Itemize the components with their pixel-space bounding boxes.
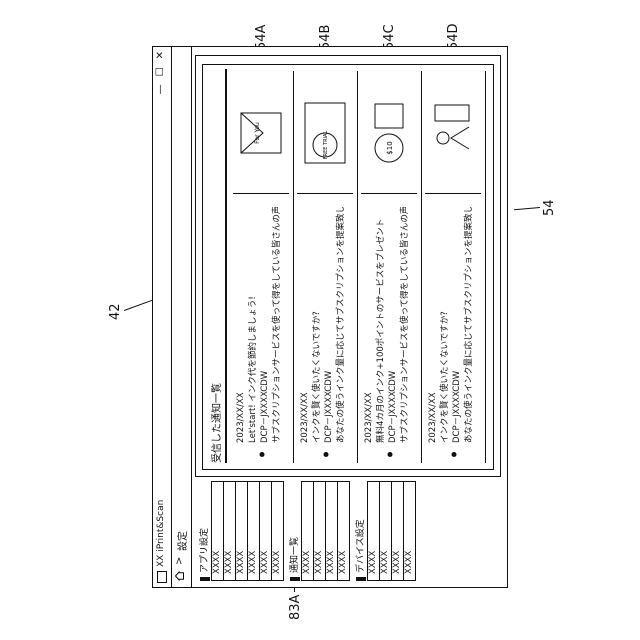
sidebar-item[interactable]: XXXX [326,482,338,580]
sidebar-item[interactable]: XXXX [404,482,415,580]
notification-body: サブスクリプションサービスを使って得をしている皆さんの声をきいてみましょう!あな… [271,207,283,443]
notification-date: 2023/XX/XX [235,207,247,443]
sidebar-header-notifications[interactable]: 通知一覧 [287,537,300,581]
nav-bar: > 設定 [171,47,192,587]
notification-date: 2023/XX/XX [427,207,439,443]
ref-42: 42 [108,303,123,320]
breadcrumb-separator: > [174,557,185,565]
notification-card[interactable]: 2023/XX/XX インクを賢く使いたくないですか? DCP－JXXXXCDW… [423,71,486,463]
home-icon[interactable] [175,571,184,581]
notification-panel: 受信した通知一覧 2023/XX/XX Let'start! インク代を節約しま… [195,55,501,477]
ref-54-leader [514,207,540,210]
coupon-icon: $10 [361,73,417,194]
ref-42-leader [124,300,153,311]
sidebar-item[interactable]: XXXX [368,482,380,580]
sidebar-item[interactable]: XXXX [392,482,404,580]
title-bar: XX iPrint&Scan — ☐ ✕ [153,47,172,587]
printer-icon [157,571,167,583]
sidebar-item[interactable]: XXXX [272,482,283,580]
notification-date: 2023/XX/XX [363,207,375,443]
unread-dot [324,452,329,457]
sidebar-item[interactable]: XXXX [248,482,260,580]
breadcrumb-settings[interactable]: 設定 [174,531,189,551]
notification-headline: インクを賢く使いたくないですか? [311,207,323,443]
notification-date: 2023/XX/XX [299,207,311,443]
sidebar-item[interactable]: XXXX [302,482,314,580]
notification-list-frame: 受信した通知一覧 2023/XX/XX Let'start! インク代を節約しま… [202,64,494,470]
notification-body: サブスクリプションサービスを使って得をしている皆さんの声をきいてみましょう!あな… [399,207,411,443]
sidebar-item[interactable]: XXXX [212,482,224,580]
notification-list-title: 受信した通知一覧 [208,383,223,463]
sidebar-list-app-settings: XXXX XXXX XXXX XXXX XXXX XXXX [211,481,284,581]
card-image-label: FREE TRIAL [323,131,329,160]
sidebar-item[interactable]: XXXX [260,482,272,580]
person-icon [425,73,481,194]
close-button[interactable]: ✕ [155,51,166,59]
envelope-icon: For You [233,73,289,194]
card-image-label: For You [254,122,261,144]
sidebar-header-device-settings[interactable]: デバイス設定 [353,519,366,581]
sidebar-header-app-settings[interactable]: アプリ設定 [197,528,210,581]
sidebar-item[interactable]: XXXX [338,482,349,580]
sidebar-item[interactable]: XXXX [380,482,392,580]
notification-device: DCP－JXXXXCDW [323,207,335,443]
sidebar-list-notifications: XXXX XXXX XXXX XXXX [301,481,350,581]
notification-cards: 2023/XX/XX Let'start! インク代を節約しましょう! DCP－… [231,71,485,463]
notification-headline: インクを賢く使いたくないですか? [439,207,451,443]
unread-dot [260,452,265,457]
minimize-button[interactable]: — [155,84,166,94]
notification-device: DCP－JXXXXCDW [387,207,399,443]
sidebar-item[interactable]: XXXX [224,482,236,580]
free-trial-icon: FREE TRIAL [297,73,353,194]
unread-dot [452,452,457,457]
ref-83A: 83A [288,595,303,620]
notification-headline: 無料4カ月のインク+100ポイントのサービスをプレゼント [375,207,387,443]
notification-device: DCP－JXXXXCDW [451,207,463,443]
unread-dot [388,452,393,457]
sidebar-list-device-settings: XXXX XXXX XXXX XXXX [367,481,416,581]
maximize-button[interactable]: ☐ [155,67,166,76]
sidebar-item[interactable]: XXXX [314,482,326,580]
notification-card[interactable]: 2023/XX/XX 無料4カ月のインク+100ポイントのサービスをプレゼント … [359,71,422,463]
window-title: XX iPrint&Scan [156,500,166,567]
card-image-label: $10 [386,141,394,154]
notification-body: あなたの使うインク量に応じてサブスクリプションを提案致します。配送料は0円です… [335,207,347,443]
notification-headline: Let'start! インク代を節約しましょう! [247,207,259,443]
app-window: XX iPrint&Scan — ☐ ✕ > 設定 アプリ設定 XXXX XXX… [152,46,508,588]
notification-card[interactable]: 2023/XX/XX Let'start! インク代を節約しましょう! DCP－… [231,71,294,463]
scrollbar[interactable] [225,69,227,463]
notification-card[interactable]: 2023/XX/XX インクを賢く使いたくないですか? DCP－JXXXXCDW… [295,71,358,463]
sidebar-item[interactable]: XXXX [236,482,248,580]
notification-device: DCP－JXXXXCDW [259,207,271,443]
notification-body: あなたの使うインク量に応じてサブスクリプションを提案致します。配送料は0円です… [463,207,475,443]
ref-54: 54 [542,199,557,216]
